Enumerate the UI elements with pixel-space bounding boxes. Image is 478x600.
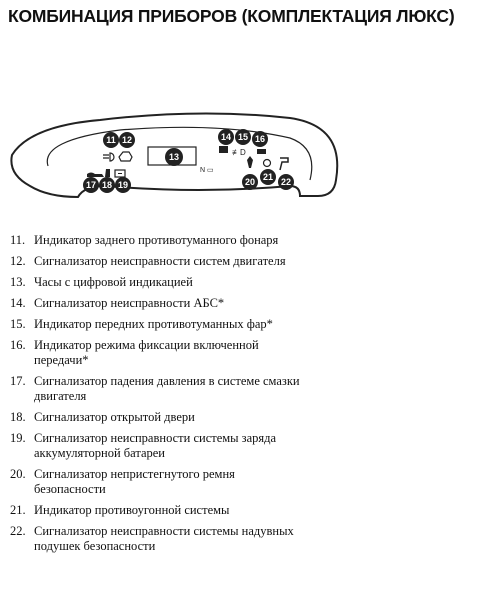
cluster-outline [10, 112, 339, 199]
svg-text:≢D: ≢D [232, 148, 246, 157]
legend-text: Сигнализатор открытой двери [34, 410, 195, 424]
callout-22-label: 22 [281, 177, 291, 187]
callout-11-label: 11 [106, 135, 116, 145]
legend-number: 15. [10, 317, 26, 331]
legend-item: 11. Индикатор заднего противотуманного фо… [10, 233, 470, 248]
legend-item: 19. Сигнализатор неисправности системы за… [10, 431, 470, 461]
cluster-inner-outline [46, 126, 313, 181]
callout-13: 13 [165, 148, 183, 166]
legend-number: 17. [10, 374, 26, 388]
callout-19-label: 19 [118, 180, 128, 190]
callout-11: 11 [103, 132, 119, 148]
engine-check-icon [118, 151, 133, 162]
rear-fog-lamp-icon [103, 152, 115, 162]
airbag-icon [279, 157, 289, 171]
legend-text: Сигнализатор неисправности системы заряд… [34, 431, 277, 460]
legend-item: 14. Сигнализатор неисправности АБС* [10, 296, 470, 311]
callout-21: 21 [260, 169, 276, 185]
legend-item: 18. Сигнализатор открытой двери [10, 410, 470, 425]
callout-12-label: 12 [122, 135, 132, 145]
callout-15-label: 15 [238, 132, 248, 142]
legend-number: 13. [10, 275, 26, 289]
legend-number: 16. [10, 338, 26, 352]
legend-number: 22. [10, 524, 26, 538]
door-open-icon [105, 169, 110, 177]
callout-20-label: 20 [245, 177, 255, 187]
front-fog-lamp-icon: ≢D [232, 148, 246, 157]
legend-text: Индикатор режима фиксации включенной пер… [34, 338, 259, 367]
callout-14-label: 14 [221, 132, 231, 142]
callout-21-label: 21 [263, 172, 273, 182]
battery-icon [114, 169, 126, 178]
svg-text:N ▭: N ▭ [200, 167, 214, 174]
legend-item: 21. Индикатор противоугонной системы [10, 503, 470, 518]
instrument-cluster-diagram: ≢D N ▭ 11 12 13 14 15 16 17 18 19 20 21 … [10, 112, 339, 199]
legend-item: 12. Сигнализатор неисправности систем дви… [10, 254, 470, 269]
callout-14: 14 [218, 129, 234, 145]
callout-19: 19 [115, 177, 131, 193]
legend-text: Сигнализатор падения давления в системе … [34, 374, 300, 403]
legend-text: Индикатор заднего противотуманного фонар… [34, 233, 279, 247]
immobilizer-icon [262, 158, 272, 168]
legend-text: Сигнализатор неисправности АБС* [34, 296, 225, 310]
callout-16-label: 16 [255, 134, 265, 144]
legend-number: 11. [10, 233, 26, 247]
legend-text: Индикатор передних противотуманных фар* [34, 317, 273, 331]
oil-pressure-icon [87, 172, 104, 177]
callout-16: 16 [252, 131, 268, 147]
legend-text: Сигнализатор неисправности систем двигат… [34, 254, 286, 268]
callout-13-label: 13 [169, 152, 179, 162]
legend-number: 21. [10, 503, 26, 517]
gear-hold-icon [257, 149, 266, 154]
small-text-indicator: N ▭ [200, 167, 214, 174]
callout-17-label: 17 [86, 180, 96, 190]
callout-17: 17 [83, 177, 99, 193]
callout-22: 22 [278, 174, 294, 190]
legend-item: 22. Сигнализатор неисправности системы на… [10, 524, 470, 554]
legend-number: 18. [10, 410, 26, 424]
legend-item: 13. Часы с цифровой индикацией [10, 275, 470, 290]
legend-text: Индикатор противоугонной системы [34, 503, 230, 517]
legend-item: 20. Сигнализатор непристегнутого ремня бе… [10, 467, 470, 497]
legend-text: Часы с цифровой индикацией [34, 275, 193, 289]
legend-item: 17. Сигнализатор падения давления в систе… [10, 374, 470, 404]
callout-18: 18 [99, 177, 115, 193]
callout-20: 20 [242, 174, 258, 190]
seatbelt-icon [247, 156, 253, 168]
abs-icon [219, 146, 228, 153]
legend-list: 11. Индикатор заднего противотуманного фо… [10, 233, 470, 560]
legend-number: 20. [10, 467, 26, 481]
callout-15: 15 [235, 129, 251, 145]
page-title: КОМБИНАЦИЯ ПРИБОРОВ (КОМПЛЕКТАЦИЯ ЛЮКС) [8, 6, 455, 26]
legend-text: Сигнализатор неисправности системы надув… [34, 524, 294, 553]
legend-number: 14. [10, 296, 26, 310]
legend-number: 12. [10, 254, 26, 268]
callout-12: 12 [119, 132, 135, 148]
legend-item: 15. Индикатор передних противотуманных фа… [10, 317, 470, 332]
legend-item: 16. Индикатор режима фиксации включенной … [10, 338, 470, 368]
legend-text: Сигнализатор непристегнутого ремня безоп… [34, 467, 235, 496]
legend-number: 19. [10, 431, 26, 445]
callout-18-label: 18 [102, 180, 112, 190]
